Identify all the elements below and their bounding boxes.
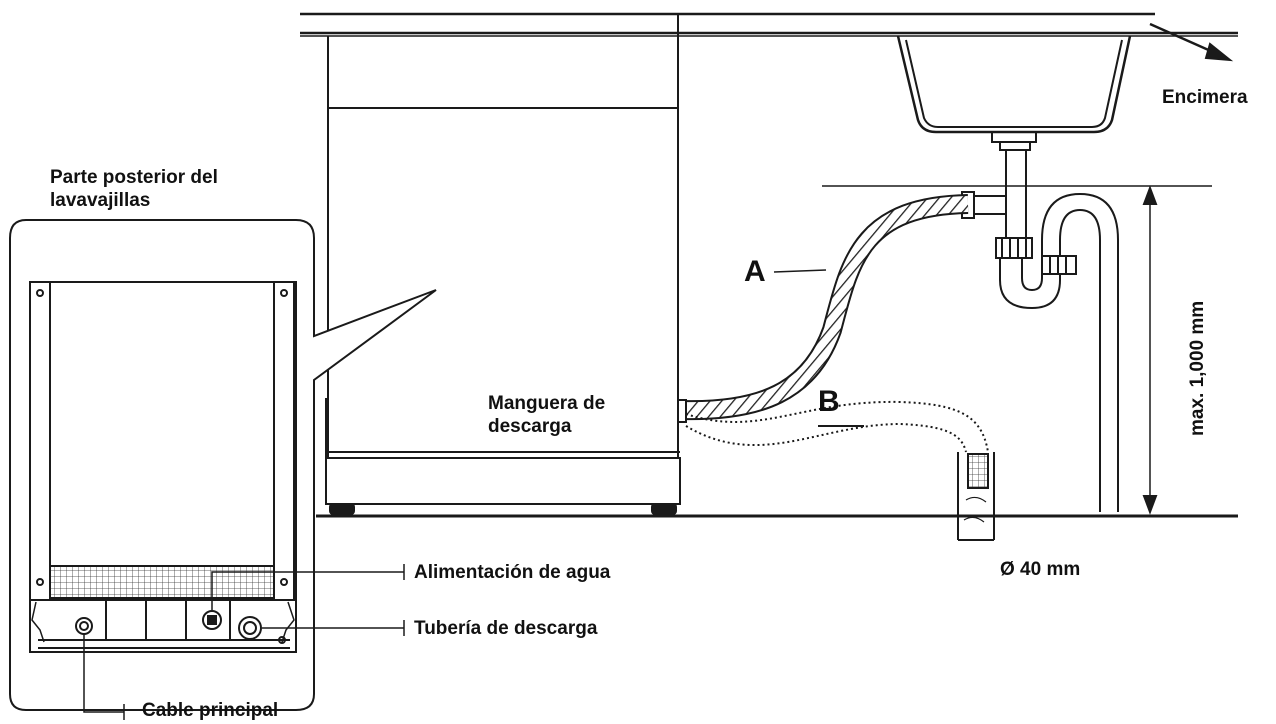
drain-pipe-leader xyxy=(262,620,405,636)
rear-view-callout xyxy=(9,219,437,711)
drain-standpipe xyxy=(957,452,995,541)
sink-basin xyxy=(896,35,1132,151)
countertop xyxy=(300,12,1238,37)
water-supply-label: Alimentación de agua xyxy=(414,562,611,583)
dishwasher-body xyxy=(325,36,681,515)
drain-pipe-label: Tubería de descarga xyxy=(414,618,598,639)
countertop-pointer-arrow xyxy=(1149,22,1234,62)
diameter-label: Ø 40 mm xyxy=(1000,559,1081,580)
rear-view-title: Parte posterior del lavavajillas xyxy=(50,167,218,211)
drain-hose-label: Manguera de descarga xyxy=(488,393,606,437)
countertop-label: Encimera xyxy=(1162,87,1248,108)
main-cable-label: Cable principal xyxy=(142,700,279,721)
hose-option-b-label: B xyxy=(818,385,840,418)
label-a-leader xyxy=(773,269,827,273)
drain-hose-option-a xyxy=(677,194,969,423)
water-supply-leader xyxy=(211,564,405,610)
drain-hose-option-b xyxy=(685,400,989,453)
main-cable-leader xyxy=(83,634,125,720)
hose-option-a-label: A xyxy=(744,255,766,288)
height-dimension xyxy=(822,185,1212,515)
max-height-label: max. 1,000 mm xyxy=(1187,300,1208,436)
